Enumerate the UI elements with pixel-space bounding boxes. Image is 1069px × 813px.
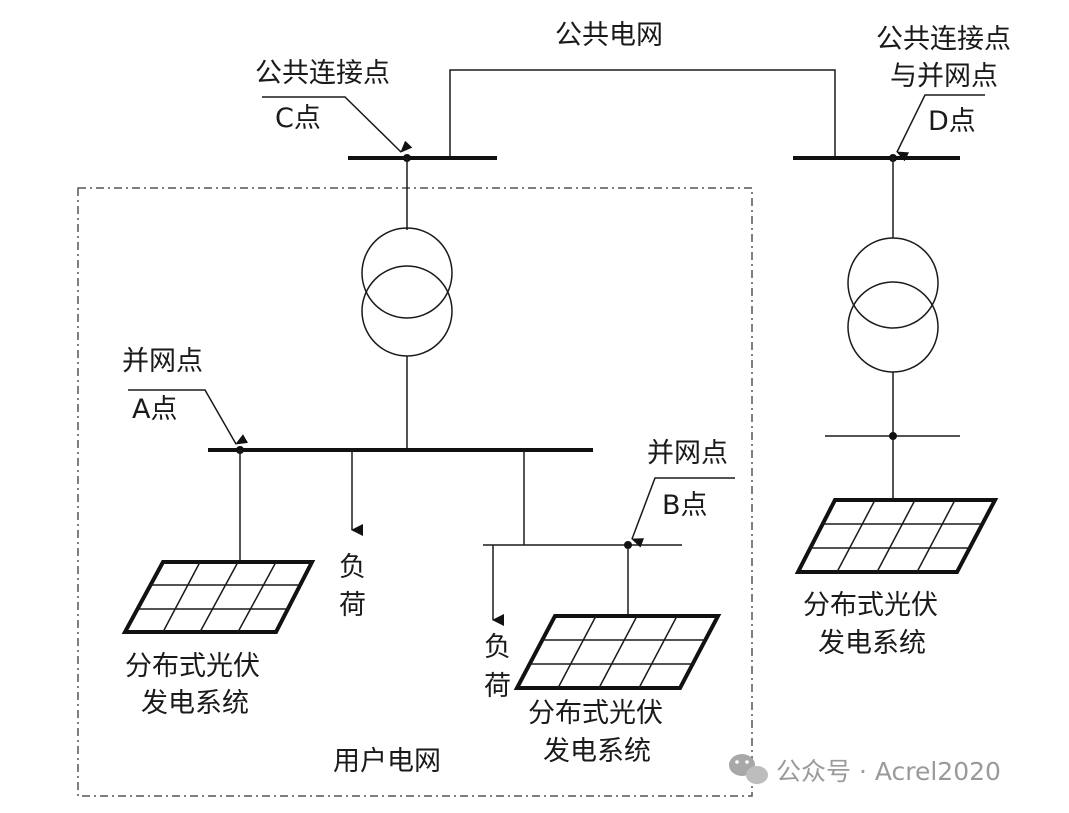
node-pv3: [889, 432, 897, 440]
grid-point-b-title: 并网点: [647, 438, 728, 469]
pv-panel-1-icon: [121, 560, 316, 634]
transformer-2-lower: [847, 281, 939, 373]
transformer-1-lower: [361, 265, 453, 357]
pcc-c-point: C点: [275, 103, 321, 134]
public-grid-line: [449, 69, 836, 158]
wechat-icon: [729, 754, 768, 784]
pcc-d-point: D点: [928, 106, 976, 137]
grid-point-a-point: A点: [132, 394, 177, 425]
pv-2-label-line2: 发电系统: [543, 736, 651, 767]
pv-panel-3-icon: [794, 498, 999, 574]
pv-panel-2-icon: [513, 614, 722, 690]
load-2-label-bottom: 荷: [484, 671, 511, 702]
load-1-label-top: 负: [339, 552, 366, 583]
pv-1-label-line2: 发电系统: [141, 688, 249, 719]
pointer-c: [262, 96, 413, 153]
pv-3-label-line1: 分布式光伏: [803, 590, 938, 621]
grid-point-b-point: B点: [662, 490, 708, 521]
load-1-label-bottom: 荷: [339, 590, 366, 621]
pcc-c-title: 公共连接点: [255, 58, 390, 89]
pv-3-label-line2: 发电系统: [818, 628, 926, 659]
grid-point-a-title: 并网点: [122, 346, 203, 377]
watermark-text: 公众号 · Acrel2020: [776, 757, 1001, 786]
pointer-a: [128, 389, 249, 445]
user-grid-boundary: [77, 187, 753, 797]
pointer-b: [631, 477, 735, 548]
pv-1-label-line1: 分布式光伏: [125, 651, 260, 682]
pcc-d-title-line1: 公共连接点: [876, 24, 1011, 55]
transformer-2-upper: [847, 237, 939, 329]
transformer-1-upper: [361, 227, 453, 319]
public-grid-label: 公共电网: [555, 20, 663, 51]
pointer-d: [896, 94, 985, 162]
user-grid-label: 用户电网: [333, 746, 441, 777]
pv-2-label-line1: 分布式光伏: [528, 698, 663, 729]
load-2-label-top: 负: [484, 632, 511, 663]
pcc-d-title-line2: 与并网点: [890, 61, 998, 92]
